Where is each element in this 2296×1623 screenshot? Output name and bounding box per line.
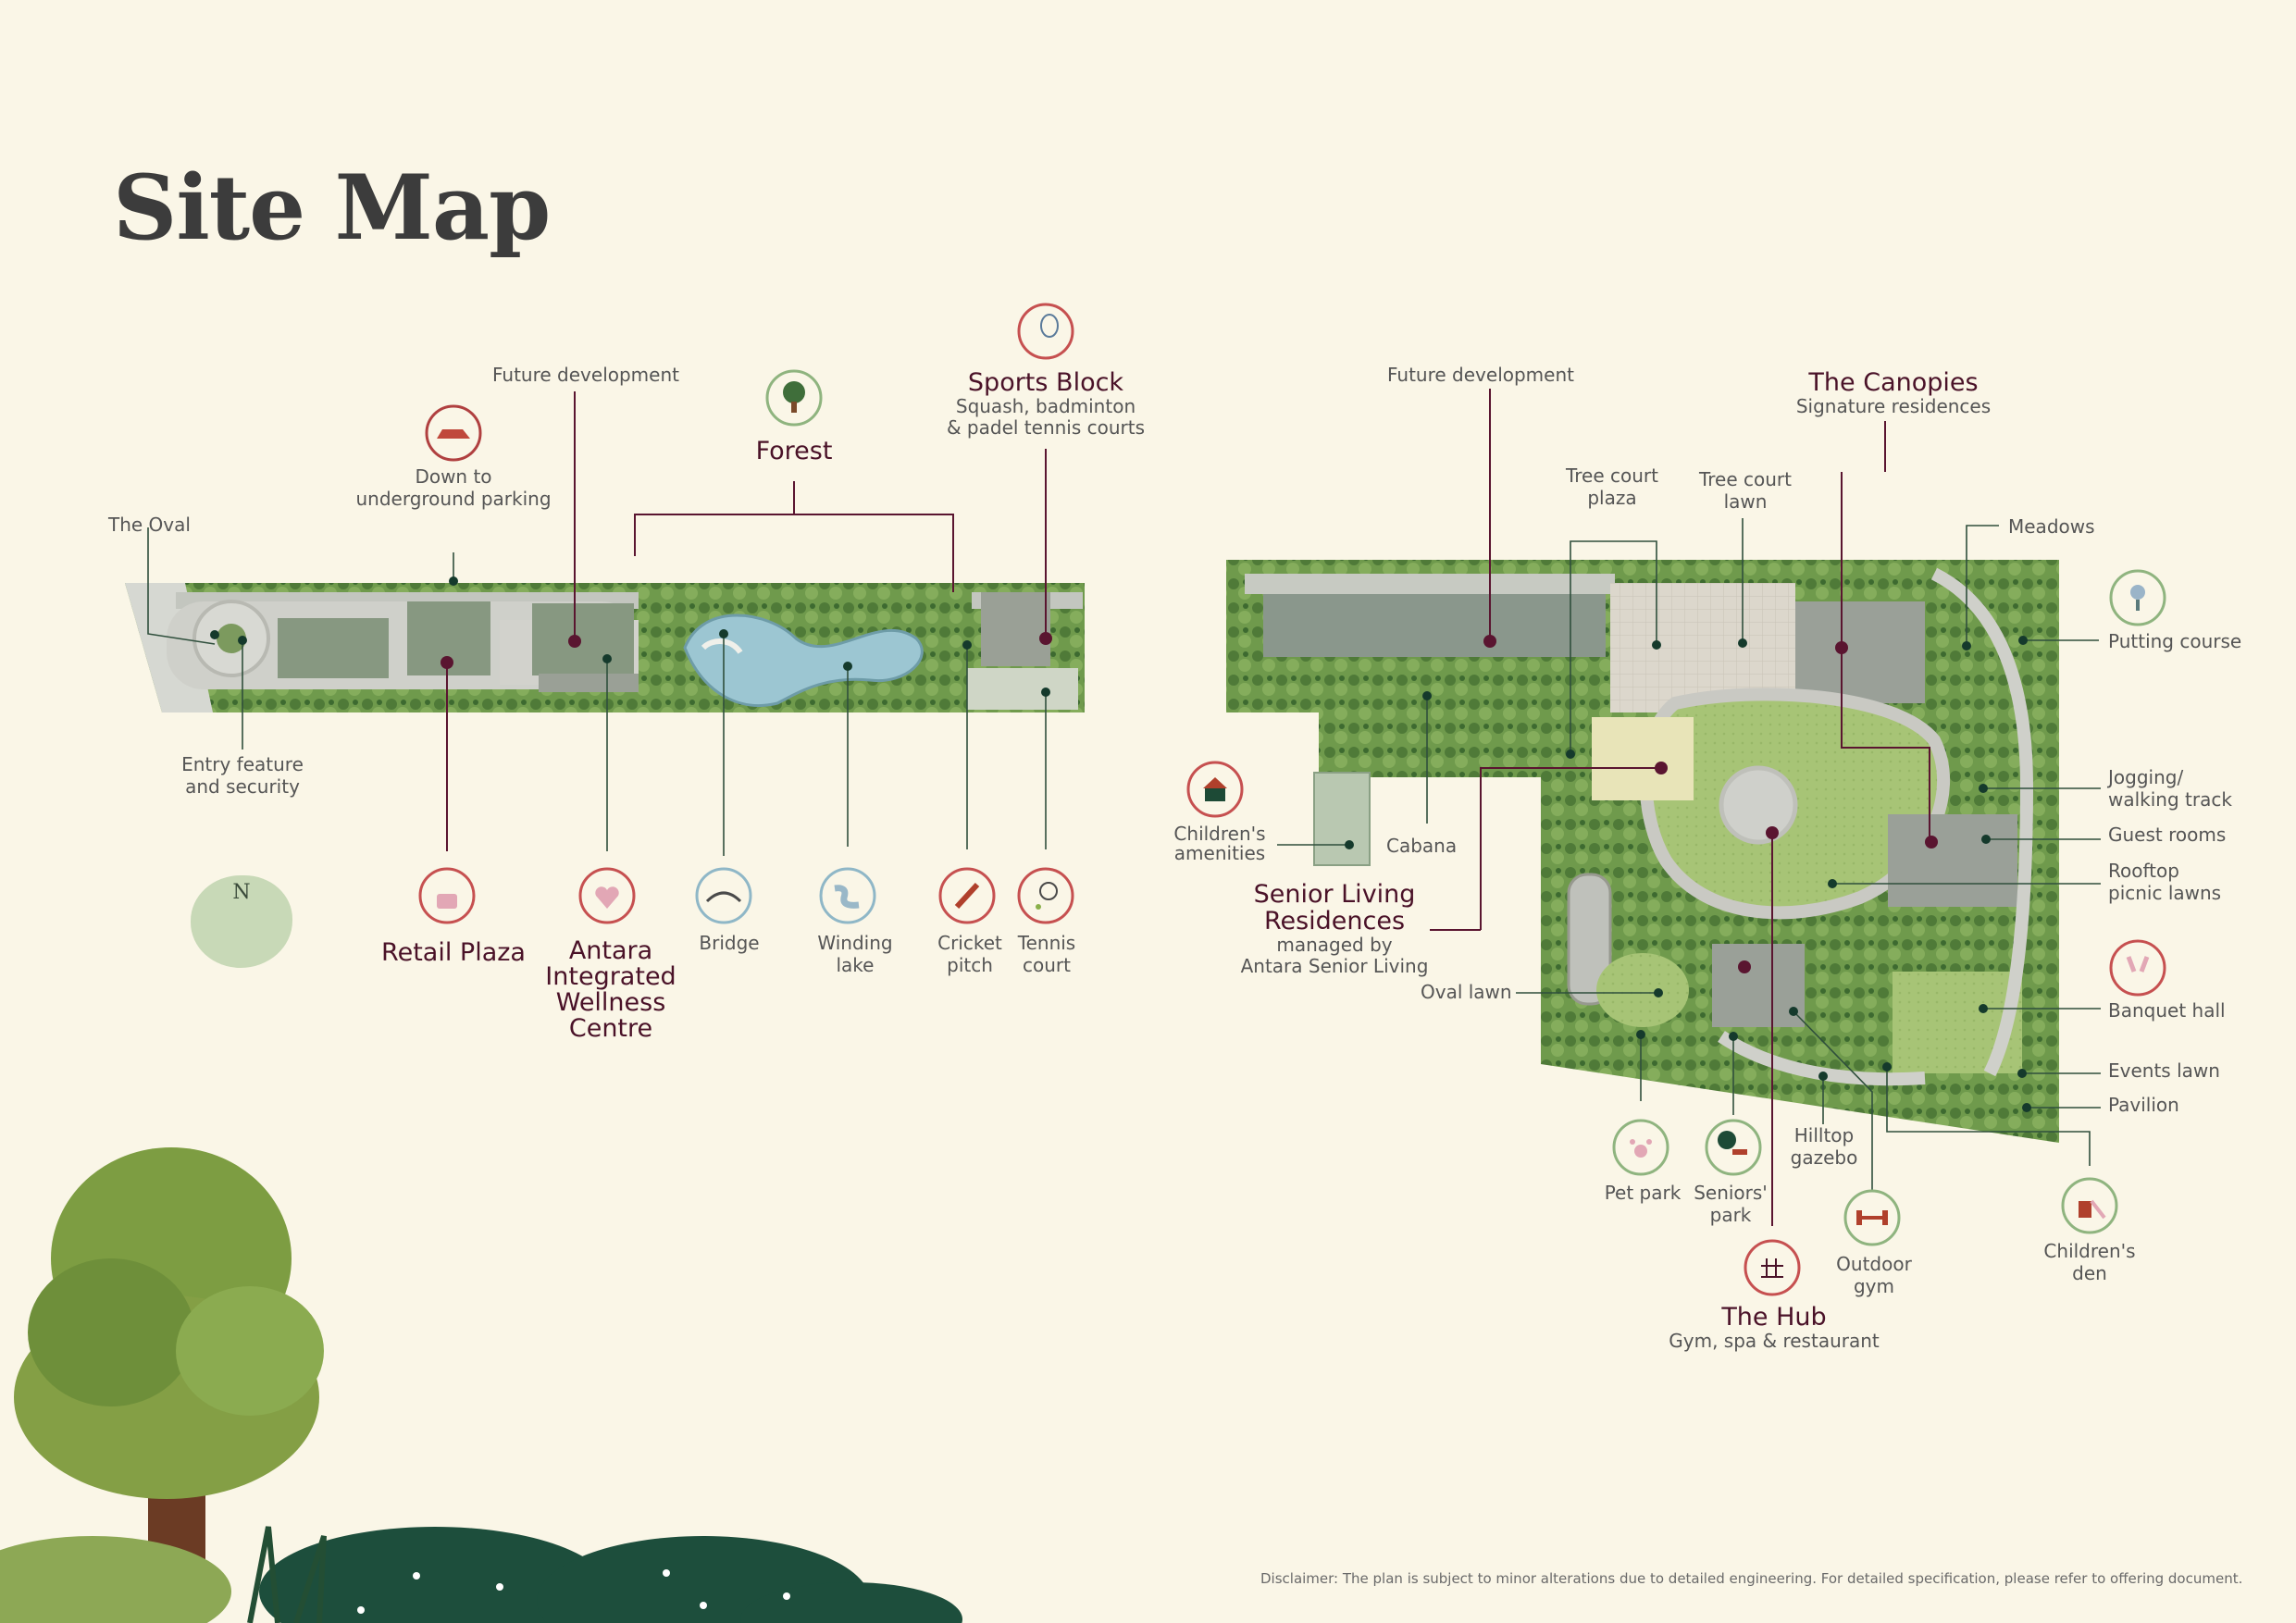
- label-guest-rooms: Guest rooms: [2108, 824, 2227, 846]
- bridge-icon: [695, 867, 752, 924]
- tree-icon: [765, 369, 823, 427]
- label-cabana: Cabana: [1386, 835, 1458, 857]
- marker-dots: [210, 576, 2031, 1112]
- disclaimer: Disclaimer: The plan is subject to minor…: [1260, 1570, 2243, 1587]
- label-jogging-track: Jogging/walking track: [2108, 766, 2232, 811]
- label-the-hub: The Hub Gym, spa & restaurant: [1669, 1303, 1880, 1352]
- paw-icon: [1612, 1119, 1669, 1176]
- page-title: Site Map: [113, 155, 551, 260]
- racket-icon: [1017, 303, 1074, 360]
- glasses-icon: [2109, 939, 2166, 997]
- golf-icon: [2109, 569, 2166, 626]
- bench-icon: [1705, 1119, 1762, 1176]
- label-oval-lawn: Oval lawn: [1421, 981, 1512, 1003]
- leader-lines-thin: [147, 518, 2101, 1198]
- decorative-tree: [14, 1147, 324, 1623]
- label-meadows: Meadows: [2008, 515, 2095, 538]
- label-forest: Forest: [755, 437, 833, 465]
- label-retail-plaza: Retail Plaza: [381, 938, 526, 967]
- label-pet-park: Pet park: [1604, 1182, 1682, 1204]
- label-future-development-west: Future development: [492, 364, 679, 386]
- label-events-lawn: Events lawn: [2108, 1059, 2220, 1082]
- tennis-racket-icon: [1017, 867, 1074, 924]
- label-future-development-east: Future development: [1387, 364, 1574, 386]
- label-seniors-park: Seniors'park: [1694, 1182, 1768, 1226]
- dumbbell-icon: [1843, 1189, 1901, 1246]
- slide-icon: [2061, 1177, 2118, 1234]
- label-banquet-hall: Banquet hall: [2108, 999, 2226, 1022]
- label-the-canopies: The Canopies Signature residences: [1795, 368, 1992, 417]
- label-sports-block: Sports Block Squash, badminton & padel t…: [946, 368, 1146, 439]
- west-strip: [125, 583, 1085, 712]
- hub-icon: [1744, 1239, 1801, 1296]
- label-bridge: Bridge: [699, 932, 760, 954]
- label-pavilion: Pavilion: [2108, 1094, 2179, 1116]
- car-icon: [425, 404, 482, 462]
- east-block: [1226, 560, 2059, 1143]
- shopping-bag-icon: [418, 867, 476, 924]
- label-senior-living: Senior Living Residences managed by Anta…: [1240, 880, 1429, 977]
- cricket-bat-icon: [938, 867, 996, 924]
- icon-badges: [418, 303, 2166, 1296]
- label-the-oval: The Oval: [108, 514, 191, 536]
- decorative-bushes: [0, 1526, 962, 1623]
- compass: N: [191, 875, 292, 968]
- leader-lines: [446, 389, 1930, 1226]
- playhouse-icon: [1186, 761, 1244, 818]
- heart-icon: [578, 867, 636, 924]
- lake-icon: [819, 867, 876, 924]
- label-putting-course: Putting course: [2108, 630, 2242, 652]
